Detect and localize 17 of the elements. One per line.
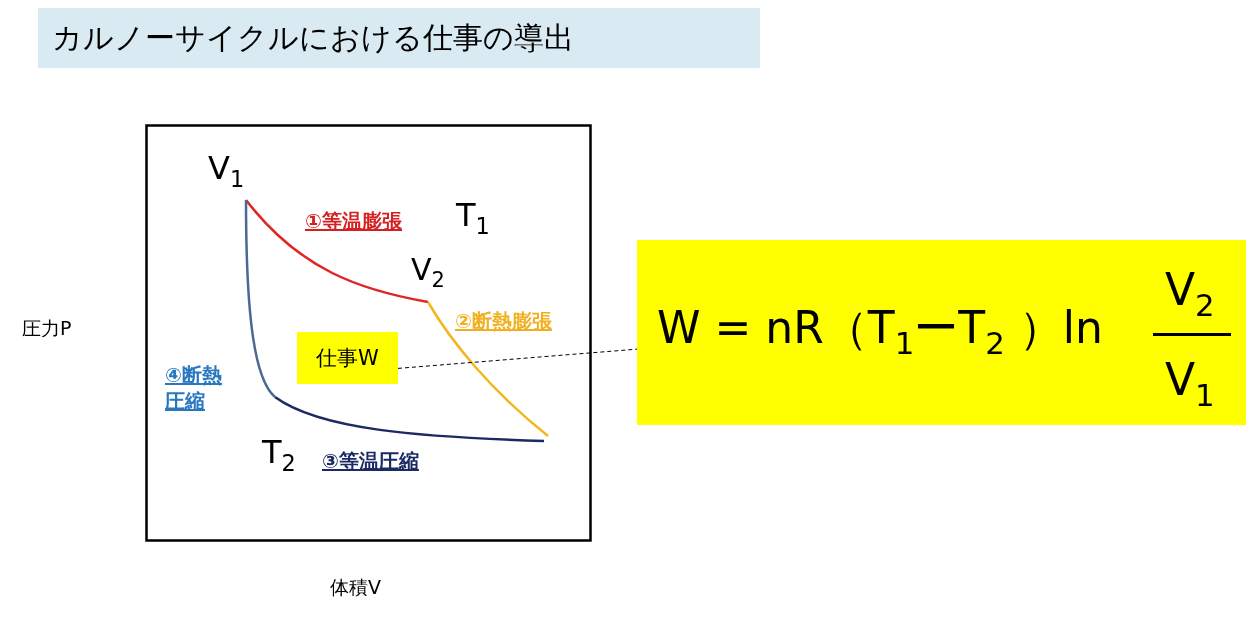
point-label: V$_{2}$ xyxy=(411,251,445,295)
process-label: ①等温膨張 xyxy=(305,208,402,234)
process-label: ④断熱圧縮 xyxy=(165,362,223,414)
title-band: カルノーサイクルにおける仕事の導出 xyxy=(38,8,760,68)
highlight-box: 仕事W xyxy=(297,332,398,384)
fraction-numerator: V$_{2}$ xyxy=(1165,263,1215,325)
temperature-label: T$_{2}$ xyxy=(262,432,296,478)
process-label: ③等温圧縮 xyxy=(322,448,419,474)
formula-text: W = nR（T$_{1}$ーT$_{2}$ ）ln xyxy=(657,301,1103,363)
leader-line xyxy=(397,348,638,369)
point-label: V$_{1}$ xyxy=(208,148,245,194)
formula-box xyxy=(637,240,1246,425)
process-label: ②断熱膨張 xyxy=(455,308,552,334)
axis-label: 体積V xyxy=(330,575,381,600)
fraction-denominator: V$_{1}$ xyxy=(1165,353,1215,415)
temperature-label: T$_{1}$ xyxy=(456,195,490,241)
axis-label: 圧力P xyxy=(22,316,72,341)
